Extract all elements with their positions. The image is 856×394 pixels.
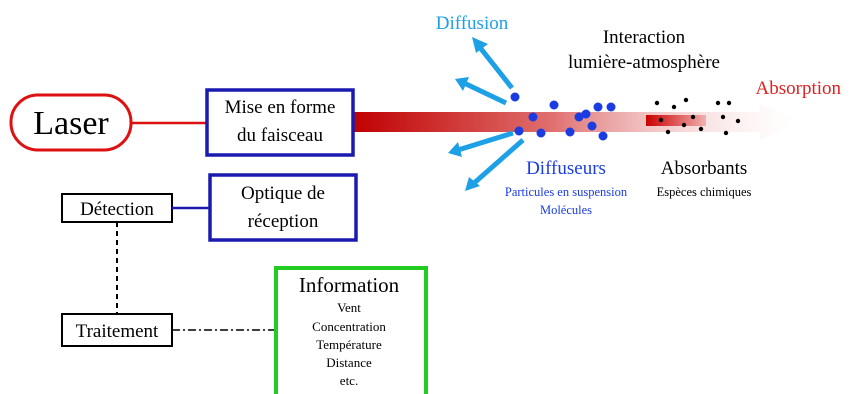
information-title: Information bbox=[299, 273, 400, 297]
diffusion-arrow bbox=[476, 43, 514, 90]
particle bbox=[715, 100, 721, 106]
information-item: etc. bbox=[340, 373, 358, 388]
absorption-label: Absorption bbox=[756, 78, 842, 99]
particle bbox=[681, 122, 687, 128]
diffusion-arrowhead bbox=[472, 37, 488, 53]
scatterer-particles bbox=[510, 92, 616, 141]
particle bbox=[549, 100, 559, 110]
laser-source: Laser bbox=[9, 93, 133, 152]
beam-shaping-box: Mise en forme du faisceau bbox=[205, 88, 355, 157]
particle bbox=[698, 126, 704, 132]
information-item: Distance bbox=[326, 355, 372, 370]
beam-shaping-line2: du faisceau bbox=[237, 125, 323, 146]
particle bbox=[726, 100, 732, 106]
diffusion-arrows bbox=[448, 37, 525, 191]
diffusion-arrowhead bbox=[455, 77, 469, 91]
absorbers-line1: Espèces chimiques bbox=[657, 185, 752, 199]
particle bbox=[606, 102, 616, 112]
diffusion-label: Diffusion bbox=[436, 13, 509, 34]
particle bbox=[658, 117, 664, 123]
particle bbox=[581, 109, 591, 119]
particle bbox=[598, 131, 608, 141]
diffusion-arrow bbox=[457, 130, 514, 153]
detection-label: Détection bbox=[80, 199, 154, 220]
particle bbox=[587, 121, 597, 131]
reception-line2: réception bbox=[248, 211, 319, 232]
information-item: Vent bbox=[337, 300, 361, 315]
diffusion-arrow bbox=[471, 138, 525, 186]
particle bbox=[683, 97, 689, 103]
processing-label: Traitement bbox=[76, 321, 159, 342]
particle bbox=[565, 127, 575, 137]
particle bbox=[574, 112, 584, 122]
interaction-line2: lumière-atmosphère bbox=[568, 52, 720, 73]
particle bbox=[510, 92, 520, 102]
absorption-band bbox=[646, 115, 706, 126]
diffusion-arrow bbox=[462, 80, 508, 106]
absorbers-title: Absorbants bbox=[661, 158, 748, 179]
particle bbox=[593, 102, 603, 112]
reception-line1: Optique de bbox=[241, 183, 325, 204]
particle bbox=[735, 118, 741, 124]
particle bbox=[536, 128, 546, 138]
particle bbox=[671, 104, 677, 110]
particle bbox=[690, 114, 696, 120]
particle bbox=[665, 129, 671, 135]
particle bbox=[528, 112, 538, 122]
processing-box: Traitement bbox=[61, 313, 173, 347]
scatterers-title: Diffuseurs bbox=[526, 158, 606, 179]
beam-shaping-line1: Mise en forme bbox=[225, 97, 336, 118]
interaction-line1: Interaction bbox=[603, 27, 686, 48]
information-box: Information Vent Concentration Températu… bbox=[274, 266, 428, 394]
laser-beam bbox=[352, 104, 800, 140]
information-item: Température bbox=[316, 337, 382, 352]
laser-label: Laser bbox=[33, 105, 109, 142]
particle bbox=[514, 126, 524, 136]
particle bbox=[723, 130, 729, 136]
diffusion-arrowhead bbox=[465, 177, 480, 191]
scatterers-line2: Molécules bbox=[540, 203, 592, 217]
particle bbox=[720, 114, 726, 120]
diffusion-arrowhead bbox=[448, 142, 462, 157]
reception-optics-box: Optique de réception bbox=[208, 173, 358, 242]
particle bbox=[654, 100, 660, 106]
detection-box: Détection bbox=[61, 193, 173, 223]
absorber-particles bbox=[654, 97, 741, 136]
information-item: Concentration bbox=[312, 319, 386, 334]
scatterers-line1: Particules en suspension bbox=[505, 185, 628, 199]
